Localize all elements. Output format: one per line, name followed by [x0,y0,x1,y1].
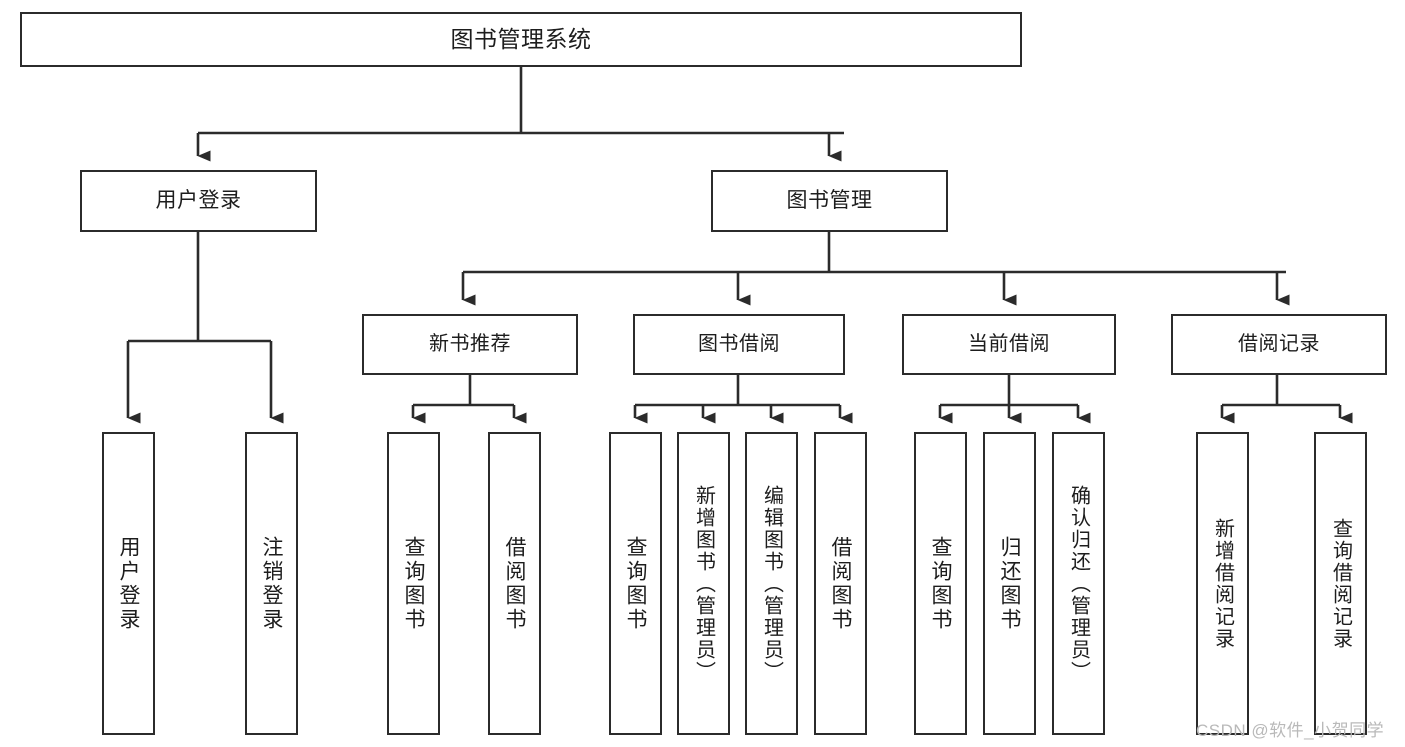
leaf-current-return-book-label: 归还图书 [998,535,1021,632]
leaf-borrow-add-book-admin-label: 新增图书（管理员） [692,484,715,683]
leaf-recommend-borrow-book-label: 借阅图书 [503,535,526,632]
node-new-book-recommend-label: 新书推荐 [429,333,511,355]
node-borrow-record[interactable]: 借阅记录 [1171,314,1387,375]
leaf-borrow-edit-book-admin[interactable]: 编辑图书（管理员） [745,432,798,735]
leaf-recommend-query-book[interactable]: 查询图书 [387,432,440,735]
leaf-borrow-lend-book[interactable]: 借阅图书 [814,432,867,735]
node-book-manage-label: 图书管理 [786,188,873,212]
node-root-system-label: 图书管理系统 [450,26,592,53]
node-book-manage[interactable]: 图书管理 [711,170,948,232]
node-book-borrow[interactable]: 图书借阅 [633,314,845,375]
leaf-record-query-borrow-record[interactable]: 查询借阅记录 [1314,432,1367,735]
leaf-borrow-query-book[interactable]: 查询图书 [609,432,662,735]
leaf-record-add-borrow-record[interactable]: 新增借阅记录 [1196,432,1249,735]
node-book-borrow-label: 图书借阅 [698,333,780,355]
leaf-recommend-query-book-label: 查询图书 [402,535,425,632]
leaf-user-logout-label: 注销登录 [260,535,283,632]
node-new-book-recommend[interactable]: 新书推荐 [362,314,578,375]
leaf-user-login-label: 用户登录 [117,535,140,632]
csdn-watermark: CSDN @软件_小贺同学 [1196,721,1385,740]
node-user-login-label: 用户登录 [155,188,242,212]
node-user-login[interactable]: 用户登录 [80,170,317,232]
leaf-current-confirm-return-admin-label: 确认归还（管理员） [1067,484,1090,683]
leaf-borrow-lend-book-label: 借阅图书 [829,535,852,632]
leaf-current-confirm-return-admin[interactable]: 确认归还（管理员） [1052,432,1105,735]
node-current-borrow-label: 当前借阅 [968,333,1050,355]
leaf-recommend-borrow-book[interactable]: 借阅图书 [488,432,541,735]
leaf-borrow-add-book-admin[interactable]: 新增图书（管理员） [677,432,730,735]
leaf-user-login[interactable]: 用户登录 [102,432,155,735]
leaf-record-query-borrow-record-label: 查询借阅记录 [1329,517,1352,650]
leaf-borrow-query-book-label: 查询图书 [624,535,647,632]
leaf-record-add-borrow-record-label: 新增借阅记录 [1211,517,1234,650]
leaf-current-query-book[interactable]: 查询图书 [914,432,967,735]
leaf-user-logout[interactable]: 注销登录 [245,432,298,735]
leaf-current-query-book-label: 查询图书 [929,535,952,632]
node-root-system[interactable]: 图书管理系统 [20,12,1022,67]
node-current-borrow[interactable]: 当前借阅 [902,314,1116,375]
leaf-current-return-book[interactable]: 归还图书 [983,432,1036,735]
leaf-borrow-edit-book-admin-label: 编辑图书（管理员） [760,484,783,683]
node-borrow-record-label: 借阅记录 [1238,333,1320,355]
